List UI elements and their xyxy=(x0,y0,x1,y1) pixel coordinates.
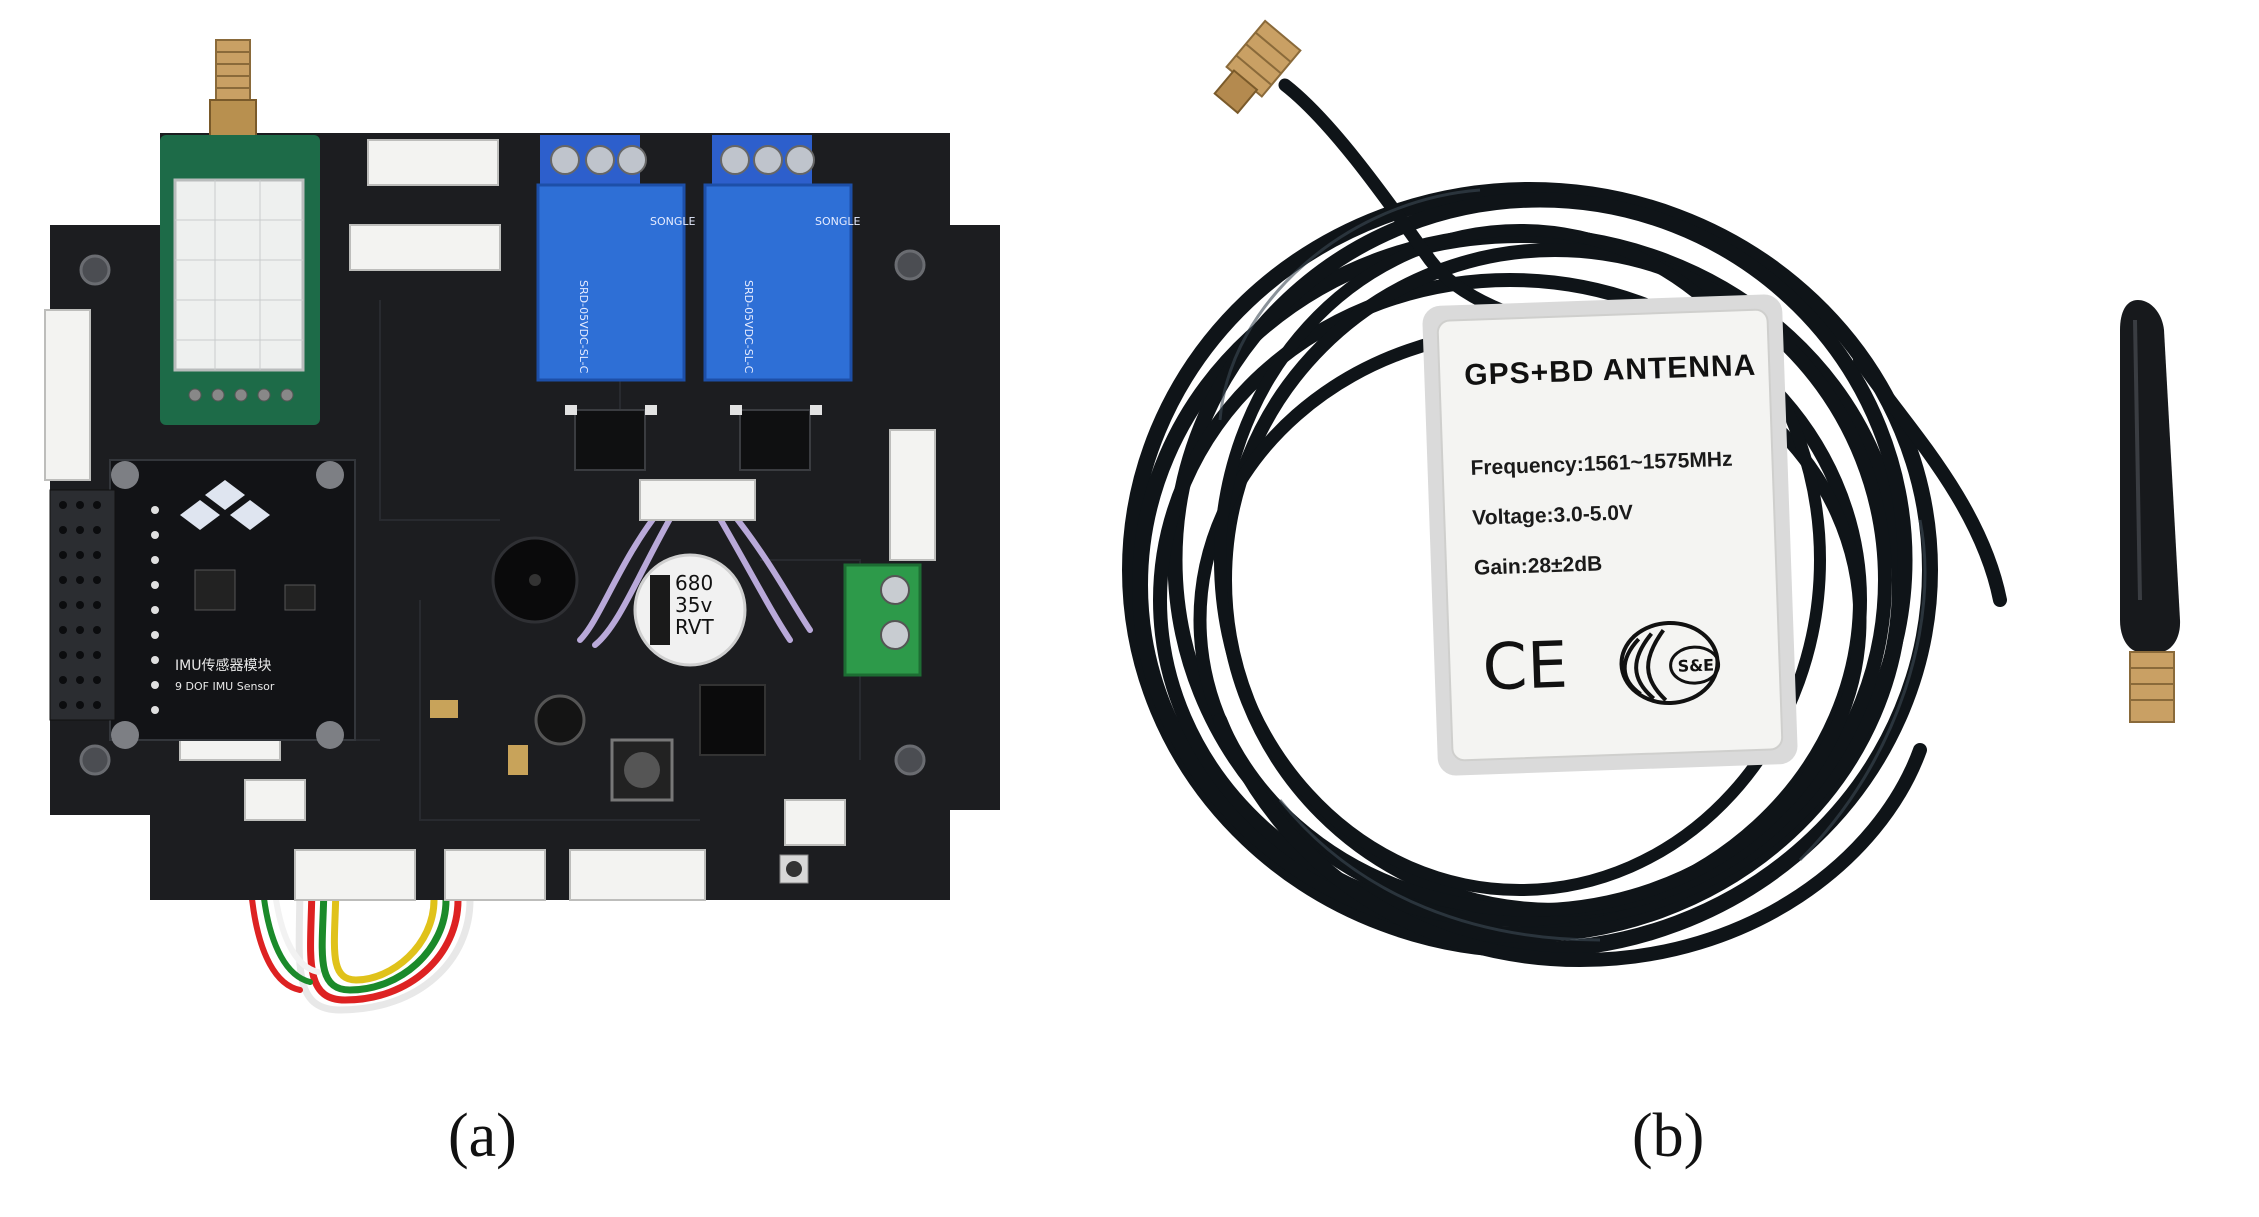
svg-text:SRD-05VDC-SL-C: SRD-05VDC-SL-C xyxy=(742,280,755,374)
ce-mark: CE xyxy=(1481,629,1569,706)
antenna-label-gain: Gain:28±2dB xyxy=(1474,552,1603,579)
caption-a: (a) xyxy=(448,1102,517,1170)
antenna-puck xyxy=(1422,294,1798,776)
imu-module: IMU传感器模块 9 DOF IMU Sensor xyxy=(109,459,356,749)
antenna-label-voltage: Voltage:3.0-5.0V xyxy=(1472,501,1633,530)
capacitor: 680 35v RVT xyxy=(633,553,747,667)
svg-text:SONGLE: SONGLE xyxy=(815,215,861,228)
relay-left: SRD-05VDC-SL-C SONGLE xyxy=(536,135,696,382)
panel-a: SRD-05VDC-SL-C SONGLE SRD-05VDC-SL-C SON… xyxy=(0,0,1000,1217)
svg-text:IMU传感器模块: IMU传感器模块 xyxy=(175,657,271,674)
rubber-antenna xyxy=(2120,300,2181,723)
svg-text:RVT: RVT xyxy=(675,615,714,639)
svg-text:9 DOF IMU Sensor: 9 DOF IMU Sensor xyxy=(175,680,275,693)
svg-text:680: 680 xyxy=(675,571,713,595)
mounting-holes xyxy=(79,249,926,776)
components xyxy=(430,684,809,884)
relay-right: SRD-05VDC-SL-C SONGLE xyxy=(703,135,861,382)
wireless-module xyxy=(160,135,320,425)
antenna-sma-connector xyxy=(1213,19,1302,115)
gps-antenna-image: GPS+BD ANTENNA Frequency:1561~1575MHz Vo… xyxy=(1122,19,2181,968)
svg-text:SRD-05VDC-SL-C: SRD-05VDC-SL-C xyxy=(577,280,590,374)
panel-b: GPS+BD ANTENNA Frequency:1561~1575MHz Vo… xyxy=(1100,0,2259,1217)
pcb-board-image: SRD-05VDC-SL-C SONGLE SRD-05VDC-SL-C SON… xyxy=(44,39,1000,1014)
caption-b: (b) xyxy=(1632,1102,1705,1170)
svg-text:SONGLE: SONGLE xyxy=(650,215,696,228)
se-mark: S&E xyxy=(1619,620,1721,706)
svg-text:S&E: S&E xyxy=(1677,655,1714,675)
svg-text:35v: 35v xyxy=(675,593,712,617)
antenna-cable xyxy=(1122,78,2007,968)
sma-connector xyxy=(209,39,257,141)
buzzer xyxy=(491,536,579,624)
screw-terminal xyxy=(843,563,922,677)
